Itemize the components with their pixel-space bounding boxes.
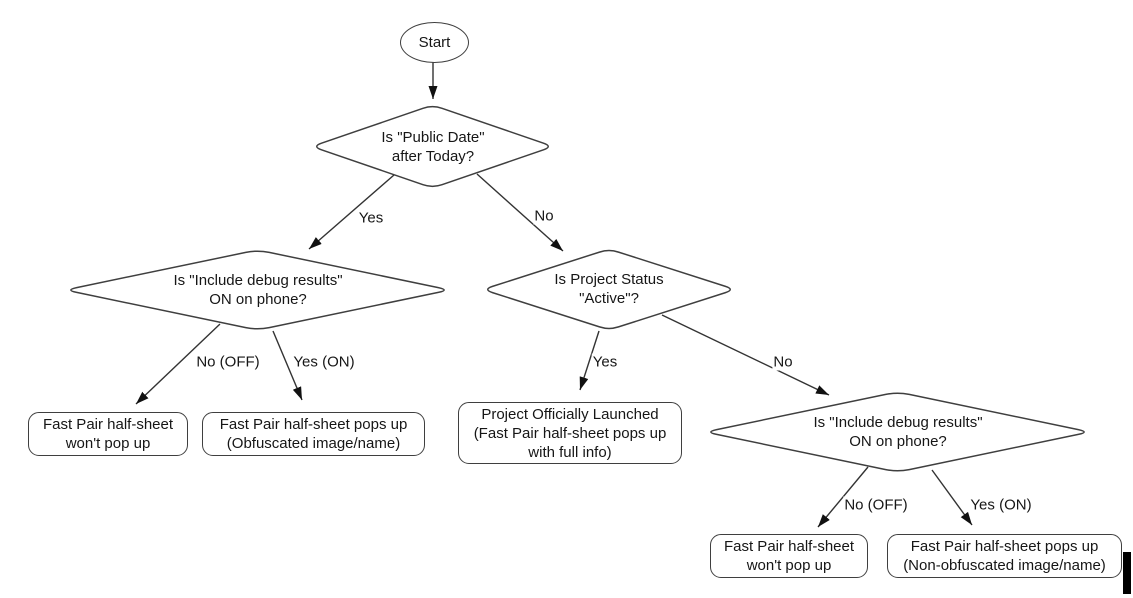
edge-debug-left-yes xyxy=(272,330,303,401)
decision-public-date-label: Is "Public Date" after Today? xyxy=(381,129,485,165)
text-cursor-artifact xyxy=(1123,552,1131,594)
start-node: Start xyxy=(400,22,469,63)
edge-status-no xyxy=(661,314,830,396)
decision-debug-right-shape xyxy=(710,392,1085,472)
edge-public-date-no xyxy=(476,173,564,252)
result-no-popup-left: Fast Pair half-sheet won't pop up xyxy=(28,412,188,456)
result-no-popup-right: Fast Pair half-sheet won't pop up xyxy=(710,534,868,578)
result-official-launch: Project Officially Launched (Fast Pair h… xyxy=(458,402,682,464)
edge-debug-right-yes xyxy=(931,469,973,526)
edge-public-date-yes xyxy=(308,174,395,250)
edge-label-public-date-yes: Yes xyxy=(357,209,385,227)
edge-label-status-no: No xyxy=(772,353,794,371)
edge-label-debug-right-yes: Yes (ON) xyxy=(969,496,1033,514)
edge-debug-right-no xyxy=(817,466,869,528)
decision-public-date-shape xyxy=(316,105,549,188)
edge-status-yes xyxy=(579,330,600,391)
decision-project-status-label: Is Project Status "Active"? xyxy=(554,271,664,307)
decision-debug-left-shape xyxy=(70,250,445,330)
edge-label-debug-right-no: No (OFF) xyxy=(843,496,909,514)
decision-debug-right-label: Is "Include debug results" ON on phone? xyxy=(813,414,983,450)
edge-label-status-yes: Yes xyxy=(591,353,619,371)
decision-debug-left-label: Is "Include debug results" ON on phone? xyxy=(173,272,343,308)
decision-project-status-shape xyxy=(487,249,731,330)
edge-debug-left-no xyxy=(135,323,221,405)
edge-label-debug-left-no: No (OFF) xyxy=(195,353,261,371)
edge-label-debug-left-yes: Yes (ON) xyxy=(292,353,356,371)
result-non-obfuscated-popup: Fast Pair half-sheet pops up (Non-obfusc… xyxy=(887,534,1122,578)
result-obfuscated-popup: Fast Pair half-sheet pops up (Obfuscated… xyxy=(202,412,425,456)
edge-label-public-date-no: No xyxy=(533,207,555,225)
